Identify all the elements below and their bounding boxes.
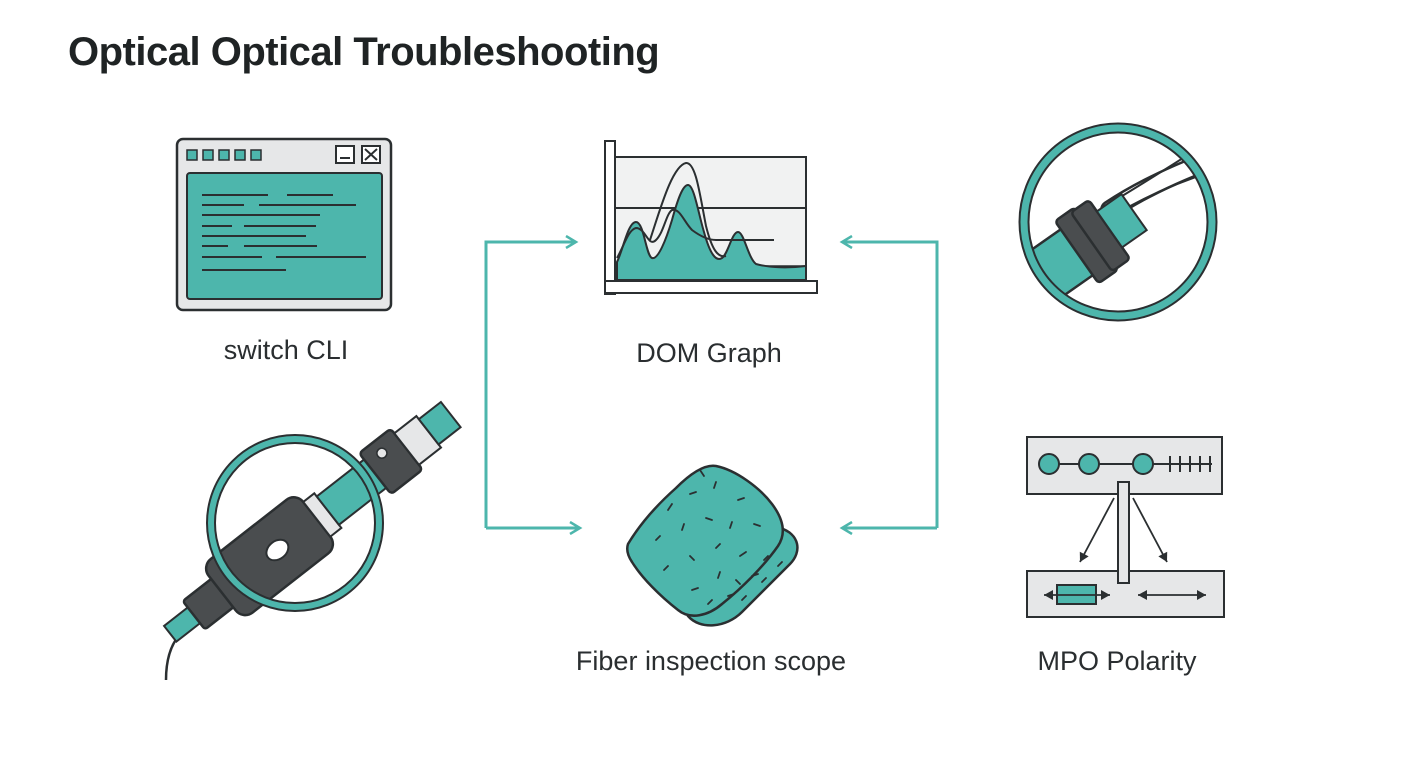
fiber-inspection-scope-label: Fiber inspection scope xyxy=(575,646,847,676)
arrow-left-to-dom-graph xyxy=(484,242,576,528)
terminal-window-icon xyxy=(175,137,393,312)
switch-cli-label: switch CLI xyxy=(223,335,349,365)
dom-graph-icon xyxy=(604,140,818,295)
inspection-probe-icon xyxy=(162,400,463,681)
connector-magnifier-icon xyxy=(1018,122,1218,322)
minimize-icon xyxy=(335,145,355,164)
mpo-polarity-label: MPO Polarity xyxy=(1037,646,1197,676)
flow-arrows xyxy=(484,242,939,528)
fiber-endface-icon xyxy=(625,464,799,627)
dom-graph-label: DOM Graph xyxy=(636,338,782,368)
diagram-title: Optical Optical Troubleshooting xyxy=(68,30,660,74)
mpo-polarity-icon xyxy=(1026,436,1225,618)
arrow-right-to-dom-graph xyxy=(842,242,939,528)
